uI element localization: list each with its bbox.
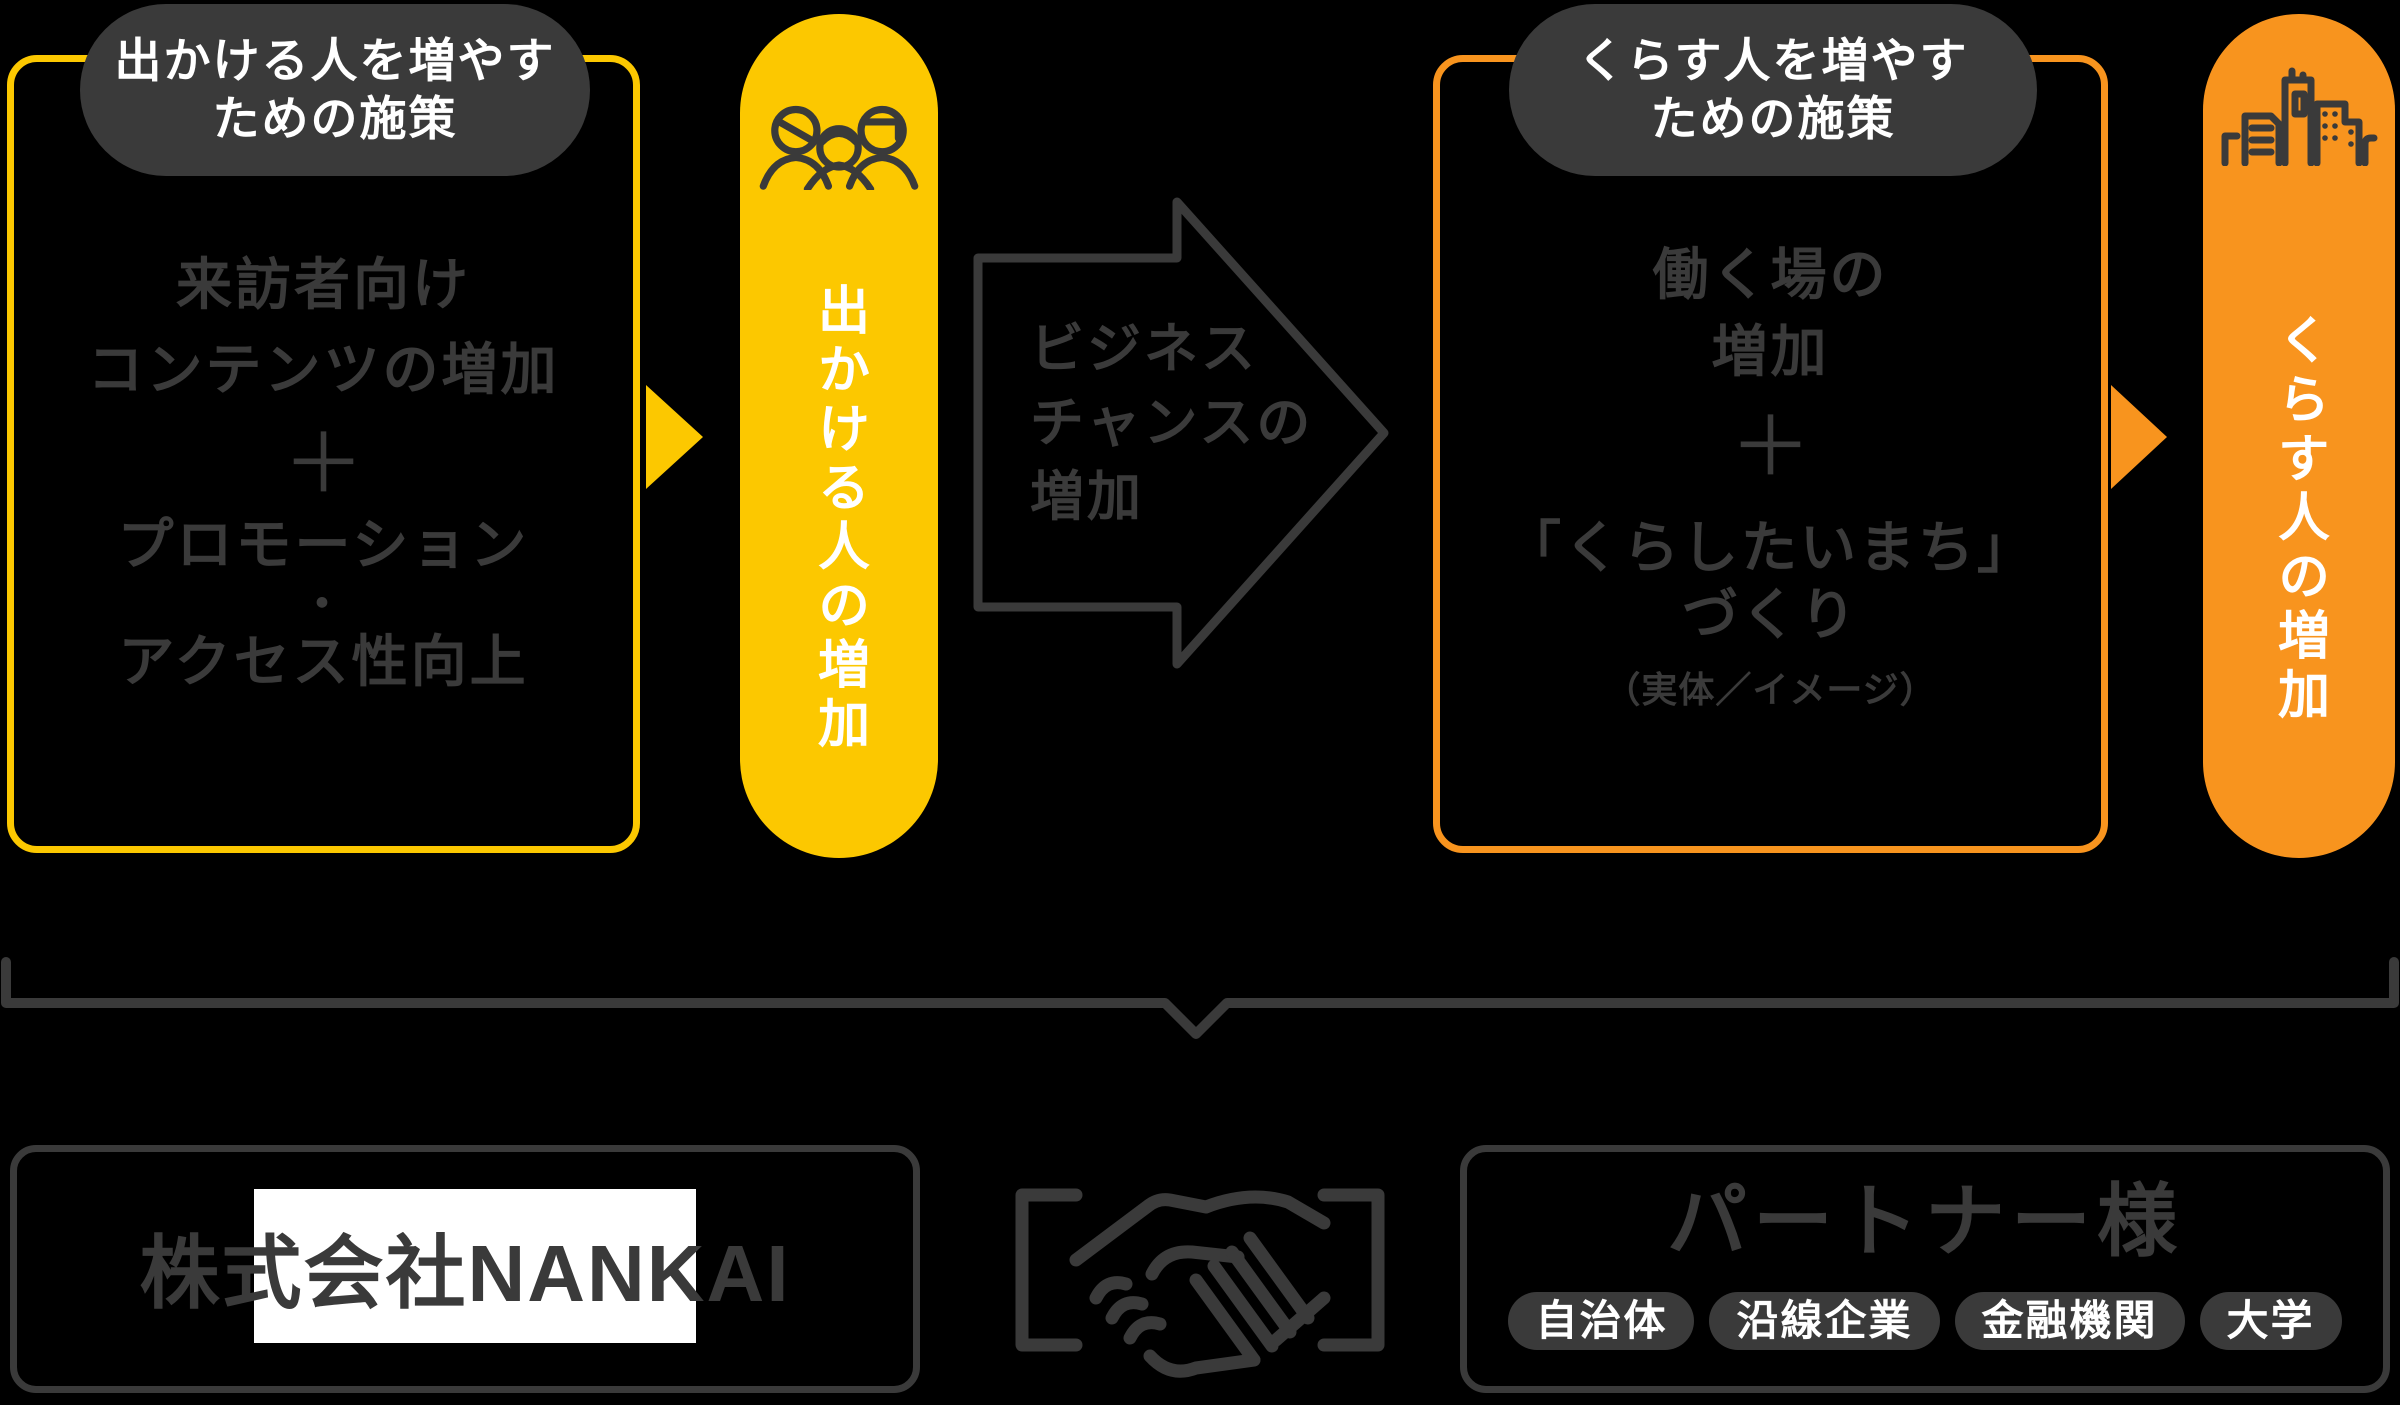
company-name: 株式会社NANKAI — [139, 1229, 791, 1318]
living-content-line3: 「くらしたいまち」 — [1505, 516, 2036, 579]
plus-sign: ＋ — [1729, 402, 1812, 493]
outing-measures-label-line2: ための施策 — [212, 92, 458, 145]
business-chance-label: ビジネス チャンスの 増加 — [1030, 312, 1370, 534]
company-box: 株式会社NANKAI — [10, 1145, 920, 1393]
living-increase-label: くらす人の増加 — [2269, 312, 2328, 726]
partner-title: パートナー様 — [1667, 1177, 2183, 1266]
orange-arrowhead — [2111, 385, 2167, 489]
partner-tag: 自治体 — [1508, 1292, 1695, 1350]
outing-content-line4: アクセス性向上 — [118, 630, 529, 693]
living-increase-label-wrap: くらす人の増加 — [2203, 194, 2395, 844]
partner-box: パートナー様 自治体 沿線企業 金融機関 大学 — [1460, 1145, 2390, 1393]
outing-content-line3: プロモーション — [117, 513, 530, 576]
living-content-line4: づくり — [1682, 583, 1859, 646]
outing-measures-label-line1: 出かける人を増やす — [114, 34, 556, 87]
outing-increase-label-wrap: 出かける人の増加 — [740, 194, 938, 844]
handshake-icon — [1015, 1188, 1385, 1378]
grouping-bracket — [1, 957, 2399, 1039]
outing-content-line2: コンテンツの増加 — [87, 338, 560, 401]
outing-measures-label: 出かける人を増やす ための施策 — [80, 4, 590, 176]
business-chance-arrow — [973, 197, 1389, 669]
business-chance-line2: チャンスの — [1030, 393, 1314, 453]
yellow-arrowhead — [646, 385, 703, 489]
outing-increase-pill: 出かける人の増加 — [740, 14, 938, 858]
partner-tag: 沿線企業 — [1709, 1292, 1940, 1350]
note-line: （実体／イメージ） — [1604, 669, 1937, 710]
separator-dot: ・ — [300, 580, 347, 629]
company-highlight — [254, 1189, 696, 1343]
outing-increase-label: 出かける人の増加 — [809, 283, 868, 755]
living-measures-label-line2: ための施策 — [1650, 92, 1896, 145]
living-measures-label-line1: くらす人を増やす — [1577, 34, 1969, 87]
partner-tag: 大学 — [2199, 1292, 2342, 1350]
city-icon — [2203, 66, 2395, 166]
living-content-line1: 働く場の — [1652, 243, 1889, 306]
people-icon — [740, 98, 938, 190]
partner-tags: 自治体 沿線企業 金融機関 大学 — [1467, 1292, 2383, 1350]
partner-tag: 金融機関 — [1954, 1292, 2185, 1350]
business-chance-line3: 増加 — [1030, 467, 1144, 527]
living-increase-pill: くらす人の増加 — [2203, 14, 2395, 858]
living-measures-label: くらす人を増やす ための施策 — [1509, 4, 2037, 176]
outing-content-line1: 来訪者向け — [176, 253, 471, 316]
living-content-line2: 増加 — [1711, 320, 1830, 383]
plus-sign: ＋ — [282, 419, 365, 510]
business-chance-line1: ビジネス — [1030, 319, 1258, 379]
